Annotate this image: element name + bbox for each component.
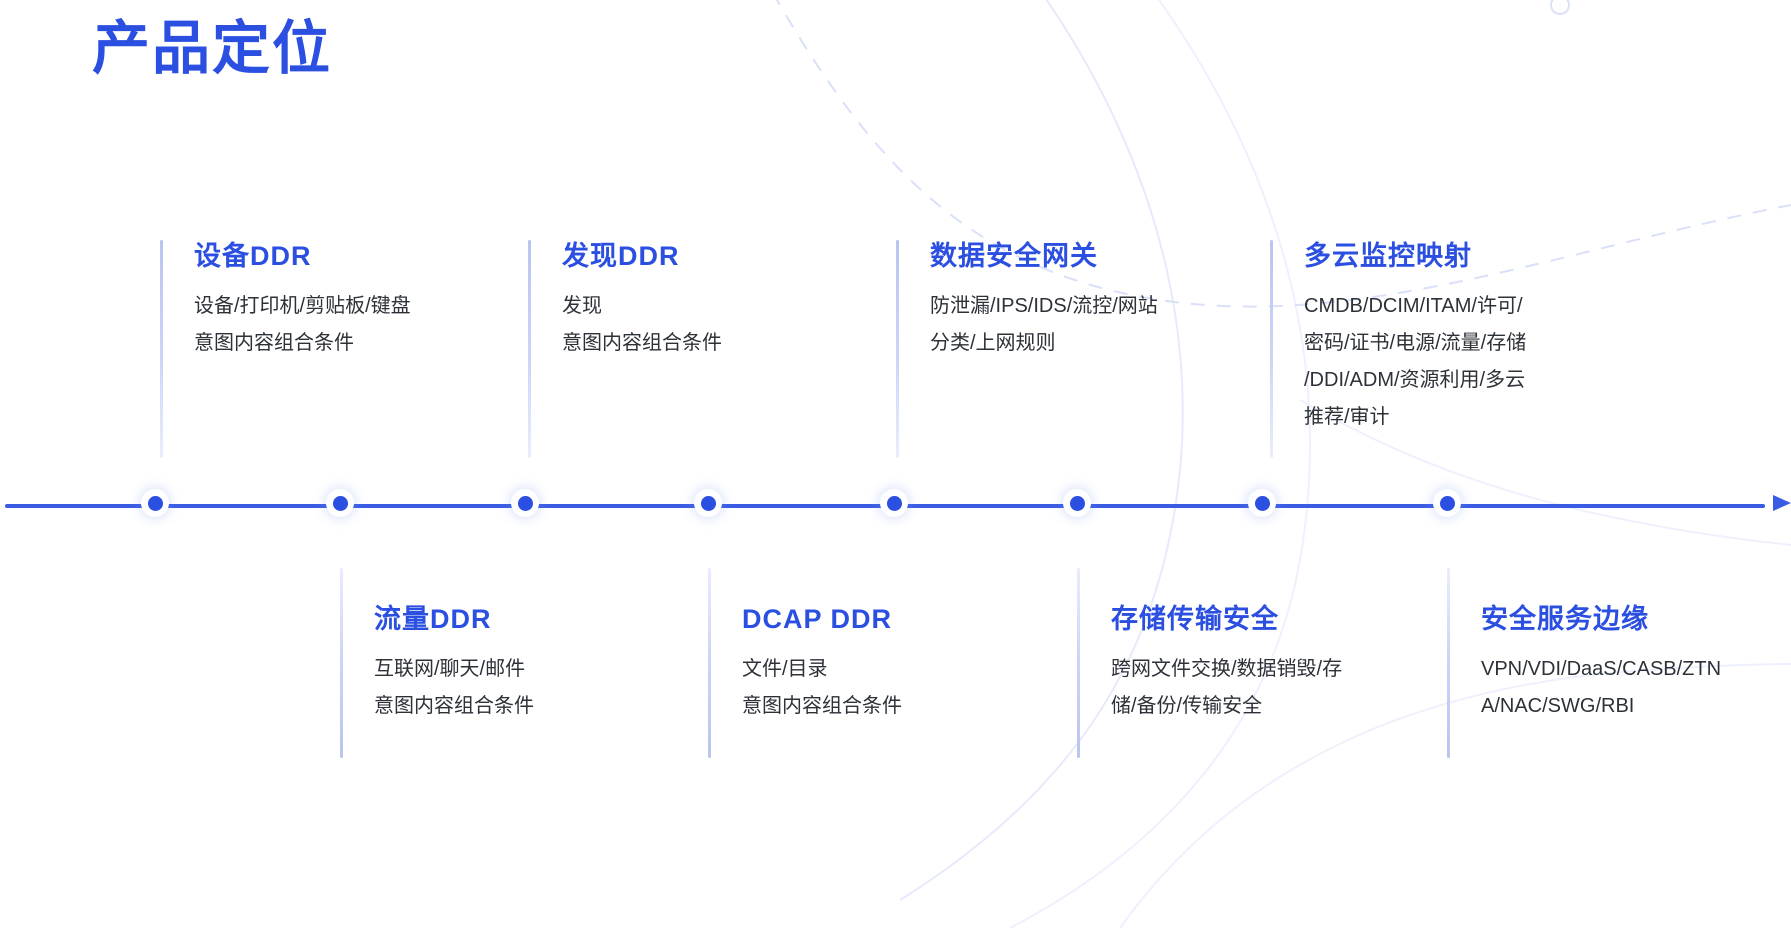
card-line: 跨网文件交换/数据销毁/存: [1111, 657, 1343, 680]
card-rule: [528, 240, 531, 458]
card-line: 防泄漏/IPS/IDS/流控/网站: [930, 294, 1158, 317]
card-rule: [1077, 568, 1080, 758]
card-line: CMDB/DCIM/ITAM/许可/: [1304, 294, 1523, 317]
timeline-dot[interactable]: [511, 489, 539, 517]
card-title: 安全服务边缘: [1481, 604, 1649, 634]
card-description: 设备/打印机/剪贴板/键盘 意图内容组合条件: [194, 288, 411, 362]
card-body: 数据安全网关 防泄漏/IPS/IDS/流控/网站 分类/上网规则: [930, 240, 1158, 362]
timeline-dot[interactable]: [1063, 489, 1091, 517]
card-line: 发现: [562, 294, 602, 317]
card-body: 发现DDR 发现 意图内容组合条件: [562, 240, 722, 362]
card-line: 分类/上网规则: [930, 331, 1056, 354]
timeline-dot[interactable]: [880, 489, 908, 517]
card-line: 设备/打印机/剪贴板/键盘: [194, 294, 411, 317]
card-rule: [340, 568, 343, 758]
card-rule: [1270, 240, 1273, 458]
timeline-dot[interactable]: [326, 489, 354, 517]
timeline-dot[interactable]: [141, 489, 169, 517]
card-description: 防泄漏/IPS/IDS/流控/网站 分类/上网规则: [930, 288, 1158, 362]
card-title: DCAP DDR: [742, 604, 893, 634]
card-body: 流量DDR 互联网/聊天/邮件 意图内容组合条件: [374, 603, 534, 725]
card-description: CMDB/DCIM/ITAM/许可/ 密码/证书/电源/流量/存储 /DDI/A…: [1304, 288, 1526, 436]
card-body: 设备DDR 设备/打印机/剪贴板/键盘 意图内容组合条件: [194, 240, 411, 362]
card-rule: [160, 240, 163, 458]
card-rule: [1447, 568, 1450, 758]
card-line: 推荐/审计: [1304, 405, 1390, 428]
card-title: 数据安全网关: [930, 241, 1098, 271]
card-body: 安全服务边缘 VPN/VDI/DaaS/CASB/ZTN A/NAC/SWG/R…: [1481, 603, 1721, 725]
card-description: 互联网/聊天/邮件 意图内容组合条件: [374, 651, 534, 725]
card-body: 存储传输安全 跨网文件交换/数据销毁/存 储/备份/传输安全: [1111, 603, 1342, 725]
card-line: 意图内容组合条件: [194, 331, 354, 354]
card-title: 多云监控映射: [1304, 241, 1472, 271]
card-description: VPN/VDI/DaaS/CASB/ZTN A/NAC/SWG/RBI: [1481, 651, 1721, 725]
card-description: 跨网文件交换/数据销毁/存 储/备份/传输安全: [1111, 651, 1342, 725]
timeline-arrow-icon: [1773, 495, 1791, 511]
card-line: 意图内容组合条件: [742, 694, 902, 717]
card-title: 发现DDR: [562, 241, 680, 271]
timeline-dot[interactable]: [1433, 489, 1461, 517]
card-rule: [896, 240, 899, 458]
timeline-dot[interactable]: [1248, 489, 1276, 517]
card-body: 多云监控映射 CMDB/DCIM/ITAM/许可/ 密码/证书/电源/流量/存储…: [1304, 240, 1526, 436]
card-title: 设备DDR: [194, 241, 312, 271]
card-line: 储/备份/传输安全: [1111, 694, 1263, 717]
card-rule: [708, 568, 711, 758]
card-line: 互联网/聊天/邮件: [374, 657, 526, 680]
card-title: 流量DDR: [374, 604, 492, 634]
card-line: /DDI/ADM/资源利用/多云: [1304, 368, 1526, 391]
card-line: 文件/目录: [742, 657, 828, 680]
card-description: 发现 意图内容组合条件: [562, 288, 722, 362]
timeline: [0, 489, 1791, 517]
card-description: 文件/目录 意图内容组合条件: [742, 651, 902, 725]
card-line: A/NAC/SWG/RBI: [1481, 694, 1635, 717]
card-body: DCAP DDR 文件/目录 意图内容组合条件: [742, 603, 902, 725]
card-line: 意图内容组合条件: [374, 694, 534, 717]
card-line: 意图内容组合条件: [562, 331, 722, 354]
card-line: 密码/证书/电源/流量/存储: [1304, 331, 1527, 354]
card-title: 存储传输安全: [1111, 604, 1279, 634]
page-title: 产品定位: [92, 16, 333, 81]
card-line: VPN/VDI/DaaS/CASB/ZTN: [1481, 657, 1722, 680]
timeline-dot[interactable]: [694, 489, 722, 517]
